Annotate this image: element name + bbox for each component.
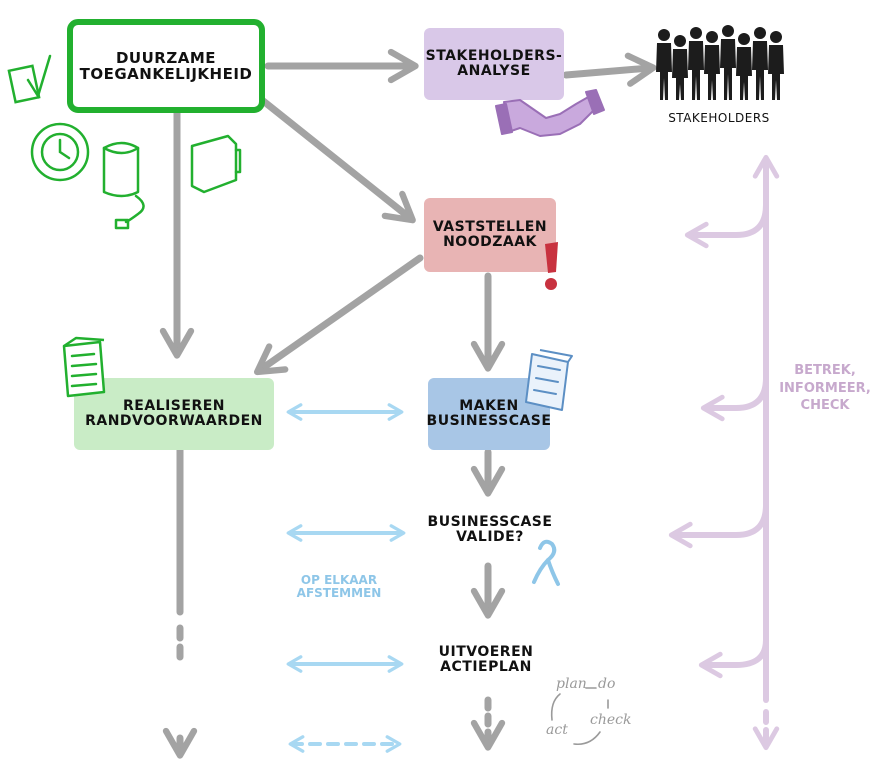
node-maken: MAKEN BUSINESSCASE	[426, 378, 552, 450]
node-valide-line2: VALIDE?	[456, 529, 524, 545]
node-duurzame: DUURZAME TOEGANKELIJKHEID	[70, 22, 262, 110]
op-elkaar-line2: AFSTEMMEN	[296, 586, 382, 601]
clock-icon	[30, 122, 90, 182]
arrow-vaststellen-to-realiseren	[253, 254, 424, 376]
node-stakeholdersanalyse-line1: STAKEHOLDERS-	[425, 47, 563, 64]
duurzame-box	[67, 19, 265, 113]
people-icon	[656, 25, 784, 100]
op-elkaar-afstemmen: OP ELKAAR AFSTEMMEN	[284, 573, 394, 601]
node-valide-line1: BUSINESSCASE	[427, 513, 553, 530]
node-stakeholdersanalyse: STAKEHOLDERS- ANALYSE	[424, 28, 564, 100]
node-stakeholders: STAKEHOLDERS	[652, 108, 786, 130]
person-figure	[656, 29, 672, 100]
arrow-analyse-to-stakeholders	[562, 52, 657, 87]
checkbox-icon	[7, 54, 52, 104]
branch-2	[700, 375, 769, 422]
node-valide: BUSINESSCASE VALIDE?	[420, 496, 560, 564]
node-stakeholdersanalyse-line2: ANALYSE	[457, 63, 531, 79]
node-uitvoeren-line1: UITVOEREN	[438, 643, 534, 660]
branch-4	[698, 637, 769, 679]
align-arrows	[286, 403, 406, 753]
stakeholder-arrows	[668, 154, 780, 751]
stakeholdersanalyse-box	[424, 28, 564, 100]
node-vaststellen: VASTSTELLEN NOODZAAK	[424, 198, 556, 272]
person-figure	[768, 31, 784, 100]
node-realiseren: REALISEREN RANDVOORWAARDEN	[74, 378, 274, 450]
exclamation-icon	[545, 242, 558, 290]
realiseren-box	[74, 378, 274, 450]
maken-box	[428, 378, 550, 450]
pdca-act: act	[546, 722, 568, 738]
person-figure	[688, 27, 704, 100]
node-maken-line1: MAKEN	[459, 397, 519, 414]
pdca-check: check	[590, 712, 632, 728]
power-plug-icon	[102, 141, 145, 230]
node-maken-line2: BUSINESSCASE	[426, 413, 552, 429]
person-figure	[672, 35, 688, 100]
node-vaststellen-line1: VASTSTELLEN	[432, 218, 548, 235]
person-figure	[704, 31, 720, 100]
vaststellen-box	[424, 198, 556, 272]
person-figure	[752, 27, 768, 100]
pdca-plan: plan	[556, 676, 587, 692]
question-ribbon-icon	[532, 539, 560, 586]
person-figure	[736, 33, 752, 100]
branch-3	[668, 502, 769, 549]
checklist-icon	[62, 336, 106, 398]
pdca-cycle	[550, 687, 609, 746]
node-uitvoeren: UITVOEREN ACTIEPLAN	[424, 626, 548, 694]
node-duurzame-line1: DUURZAME	[115, 48, 217, 67]
handshake-icon	[495, 89, 605, 137]
battery-icon	[190, 134, 242, 194]
node-uitvoeren-line2: ACTIEPLAN	[440, 659, 532, 675]
node-realiseren-line2: RANDVOORWAARDEN	[85, 413, 263, 429]
arrow-duurzame-to-vaststellen	[258, 96, 416, 224]
node-vaststellen-line2: NOODZAAK	[443, 234, 537, 250]
person-figure	[720, 25, 736, 100]
op-elkaar-line1: OP ELKAAR	[300, 573, 378, 587]
document-icon	[525, 349, 573, 411]
betrek-line3: CHECK	[800, 398, 850, 414]
node-stakeholders-label: STAKEHOLDERS	[668, 111, 770, 126]
betrek-line1: BETREK,	[794, 363, 856, 378]
flow-arrows	[159, 48, 657, 759]
pdca-do: do	[598, 676, 616, 692]
node-realiseren-line1: REALISEREN	[122, 397, 225, 414]
betrek-line2: INFORMEER,	[779, 380, 871, 396]
branch-1	[684, 202, 769, 249]
betrek-informeer-check: BETREK, INFORMEER, CHECK	[770, 362, 880, 415]
node-duurzame-line2: TOEGANKELIJKHEID	[79, 65, 253, 83]
